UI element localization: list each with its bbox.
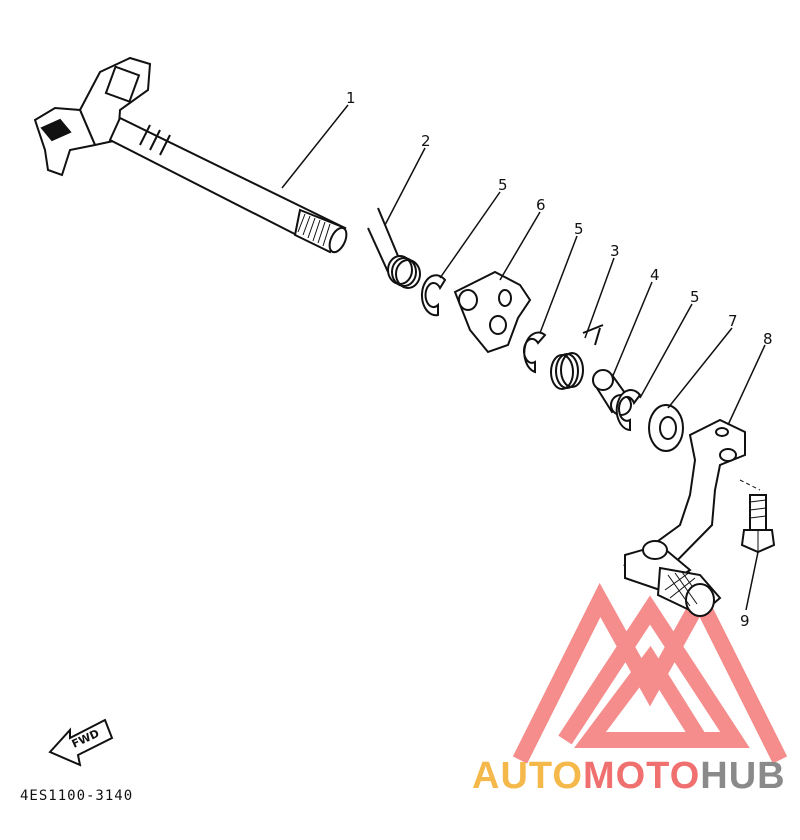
circlip-5a xyxy=(420,274,447,317)
callout-8: 8 xyxy=(763,330,773,348)
callout-4: 4 xyxy=(650,266,660,284)
watermark-hub: HUB xyxy=(700,755,786,797)
fwd-arrow: FWD xyxy=(48,718,114,767)
part-code: 4ES1100-3140 xyxy=(20,788,134,804)
callout-2: 2 xyxy=(421,132,431,150)
watermark-auto: AUTO xyxy=(472,755,583,797)
watermark-moto: MOTO xyxy=(582,755,701,797)
callout-9: 9 xyxy=(740,612,750,630)
collar-4 xyxy=(592,369,632,416)
stopper-plate-6 xyxy=(453,270,532,354)
callout-7: 7 xyxy=(728,312,738,330)
callout-numbers: 1 2 5 6 5 3 4 5 7 8 9 xyxy=(346,89,773,630)
alignment-dash xyxy=(739,479,761,491)
callout-3: 3 xyxy=(610,242,620,260)
watermark-logo xyxy=(512,582,788,764)
washer-7 xyxy=(648,404,684,452)
callout-5a: 5 xyxy=(498,176,508,194)
circlip-5b xyxy=(523,331,547,374)
callout-6: 6 xyxy=(536,196,546,214)
callout-1: 1 xyxy=(346,89,356,107)
callout-5b: 5 xyxy=(574,220,584,238)
bolt-9 xyxy=(740,494,776,554)
circlip-5c xyxy=(615,389,642,432)
watermark-text: AUTOMOTOHUB xyxy=(472,755,786,798)
leader-lines xyxy=(281,104,766,611)
torsion-spring-2 xyxy=(367,207,421,289)
shift-shaft xyxy=(33,56,348,254)
spring-3 xyxy=(550,324,604,390)
shift-pedal-8 xyxy=(622,418,746,617)
callout-5c: 5 xyxy=(690,288,700,306)
